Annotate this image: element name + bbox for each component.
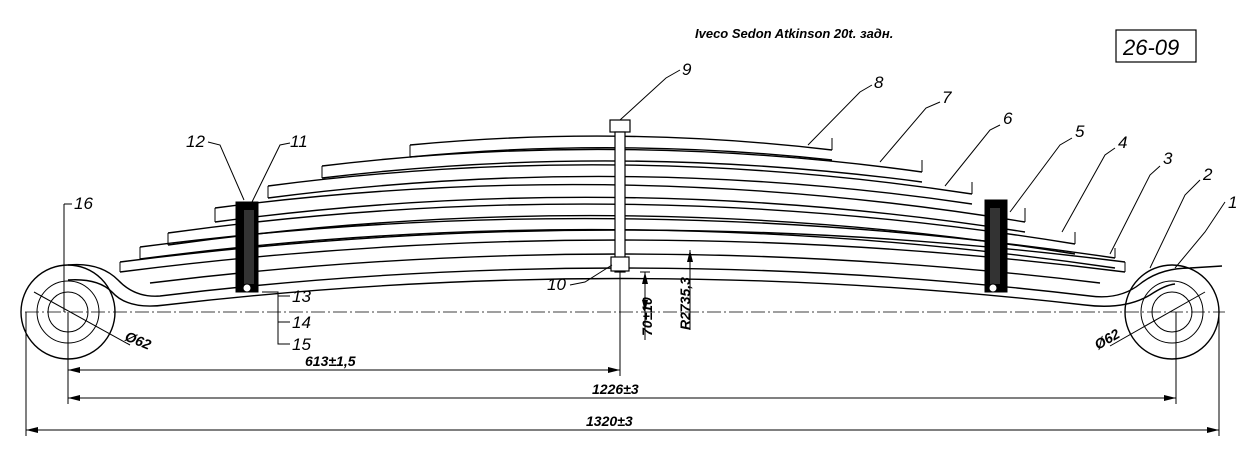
dim-eye-center-span: 1226±3 [67,312,1177,404]
label-7: 7 [942,88,952,107]
dim-overall-length: 1320±3 [25,312,1220,436]
svg-text:613±1,5: 613±1,5 [305,353,356,369]
label-9: 9 [682,60,692,79]
label-8: 8 [874,73,884,92]
dim-radius: R2735,3 [677,250,693,330]
dim-half-length: 613±1,5 [68,272,621,376]
svg-text:Ø62: Ø62 [1092,325,1123,352]
label-16: 16 [74,194,93,213]
label-13: 13 [292,287,311,306]
left-clip [235,201,259,293]
svg-text:Ø62: Ø62 [123,328,154,353]
drawing-code-frame [1115,29,1197,63]
right-clip [984,199,1008,293]
label-12: 12 [186,132,205,151]
leader-lines [63,69,1226,345]
svg-text:70±10: 70±10 [639,297,655,336]
dim-eye-diameter-left: Ø62 [33,291,154,353]
dim-eye-diameter-right: Ø62 [1092,291,1206,353]
label-1: 1 [1228,193,1237,212]
center-bolt [609,119,631,273]
label-14: 14 [292,313,311,332]
leaf-1-main [67,263,1223,307]
label-5: 5 [1075,122,1085,141]
drawing-code: 26-09 [1122,35,1179,60]
label-2: 2 [1202,165,1213,184]
label-15: 15 [292,335,311,354]
label-11: 11 [290,132,308,151]
drawing-title: Iveco Sedon Atkinson 20t. задн. [695,26,893,41]
part-labels: 1 2 3 4 5 6 7 8 9 10 11 12 13 14 15 16 [74,60,1237,354]
label-4: 4 [1118,133,1127,152]
svg-text:1226±3: 1226±3 [592,381,639,397]
svg-text:1320±3: 1320±3 [586,413,633,429]
svg-text:R2735,3: R2735,3 [677,277,693,330]
label-10: 10 [547,275,566,294]
label-6: 6 [1003,109,1013,128]
dim-bolt-height: 70±10 [639,271,655,340]
label-3: 3 [1163,149,1173,168]
